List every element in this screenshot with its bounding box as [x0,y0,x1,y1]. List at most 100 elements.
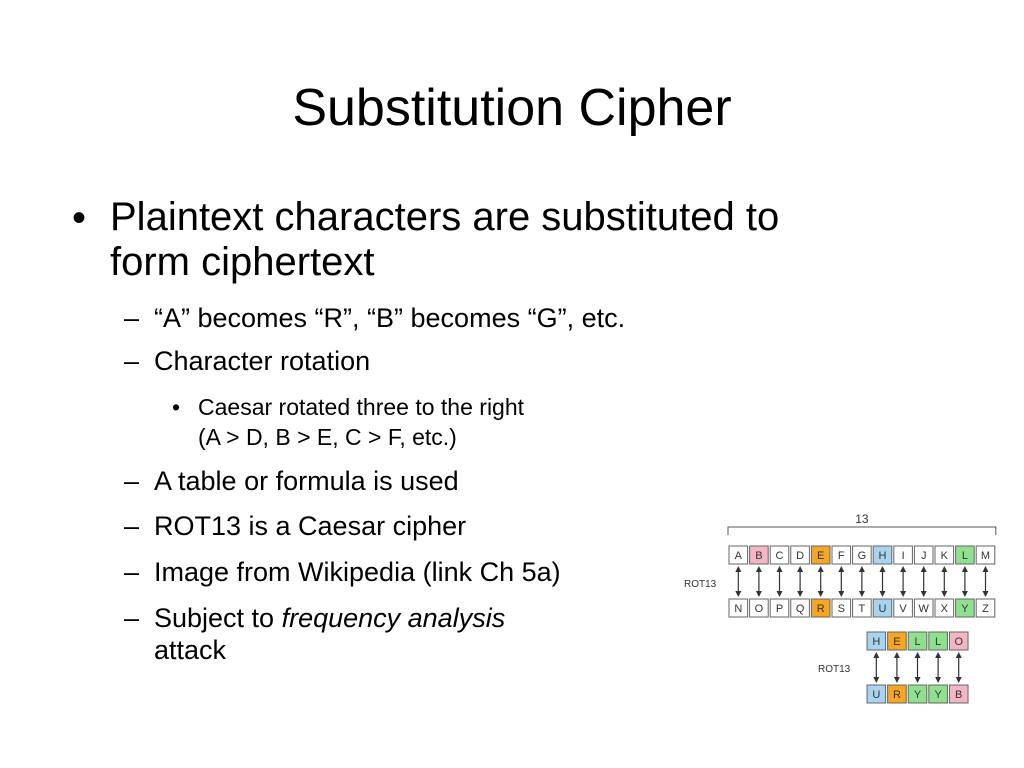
word-cipher-letter: R [893,689,901,701]
alphabet-bottom-letter: U [879,603,887,615]
rot-arrow-head [879,591,886,597]
alphabet-bottom-cell [810,598,831,618]
alphabet-bottom-cell [852,598,872,618]
word-plain-letter: H [872,636,880,648]
alphabet-top-letter: I [902,550,905,562]
alphabet-bottom-cell [769,598,790,618]
alphabet-top-letter: A [735,550,743,562]
rot-arrow-head [755,591,762,597]
alphabet-top-letter: G [858,550,867,562]
subitem-table: A table or formula is used [154,466,459,496]
subject-line2: attack [154,635,227,665]
alphabet-bottom-letter: O [755,603,764,615]
word-plain-cell [907,631,928,651]
dash: – [124,603,140,633]
alphabet-top-cell [790,545,810,565]
word-cipher-letter: U [872,689,880,701]
alphabet-top-letter: M [981,550,990,562]
rot-arrow-head [920,566,927,572]
rot-arrow-head [735,566,742,572]
rot-arrow-head [961,591,968,597]
alphabet-bottom-letter: W [919,603,930,615]
rot-arrow-head [776,591,783,597]
subject-emphasis: frequency analysis [281,603,506,633]
bullet-dot: • [72,196,87,240]
rot13-word-label: ROT13 [818,664,851,675]
rot-arrow-head [797,591,804,597]
rot-arrow-head [900,591,907,597]
word-plain-letter: O [954,636,963,648]
word-cipher-letter: B [955,689,962,701]
alphabet-bottom-letter: S [838,603,845,615]
rot-arrow-head [797,566,804,572]
rot-arrow-head [982,591,989,597]
subitem-caesar: Caesar rotated three to the right (A > D… [198,392,524,452]
rot-arrow-head [858,591,865,597]
bullet-main: Plaintext characters are substituted to … [110,195,890,285]
rot-arrow-head [735,591,742,597]
rot-arrow-head [961,566,968,572]
alphabet-bottom-letter: Y [961,603,969,615]
alphabet-bottom-letter: V [899,603,907,615]
subitem-rotation: Character rotation [154,346,371,376]
alphabet-top-cell [913,545,934,565]
word-plain-letter: L [935,636,941,648]
word-arrow-head [893,652,900,658]
alphabet-top-letter: B [755,550,762,562]
rot-arrow-head [941,591,948,597]
bullet-main-line1: Plaintext characters are substituted to [110,195,780,239]
rot-arrow-head [776,566,783,572]
alphabet-top-letter: C [776,550,784,562]
alphabet-top-letter: F [838,550,845,562]
word-plain-cell [948,631,969,651]
word-plain-letter: L [914,636,920,648]
alphabet-top-letter: J [921,550,927,562]
alphabet-bottom-letter: Z [982,603,989,615]
subject-prefix: Subject to [154,603,282,633]
alphabet-bottom-letter: Q [796,603,805,615]
rot-arrow-head [900,566,907,572]
word-arrow-head [893,677,900,683]
word-plain-cell [866,631,887,651]
word-cipher-letter: Y [934,689,942,701]
dash: – [124,557,140,587]
rot-arrow-head [920,591,927,597]
rot13-label: ROT13 [684,579,717,590]
word-cipher-cell [866,684,887,704]
word-arrow-head [914,652,921,658]
word-arrow-head [873,677,880,683]
page-title: Substitution Cipher [292,79,732,137]
caesar-line1: Caesar rotated three to the right [198,394,525,420]
alphabet-bottom-cell [872,598,893,618]
rot-arrow-head [755,566,762,572]
alphabet-bottom-cell [975,598,996,618]
dash: – [124,346,140,376]
alphabet-bottom-cell [955,598,975,618]
word-cipher-cell [948,684,969,704]
alphabet-top-letter: L [962,550,968,562]
alphabet-top-cell [769,545,790,565]
word-arrow-head [955,677,962,683]
bullet-main-line2: form ciphertext [110,240,375,284]
shift-bracket [727,526,997,535]
alphabet-bottom-letter: X [941,603,949,615]
alphabet-top-letter: H [879,550,887,562]
rot-arrow-head [838,591,845,597]
rot-arrow-head [838,566,845,572]
shift-label: 13 [855,512,869,526]
alphabet-bottom-cell [728,598,749,618]
subitem-example: “A” becomes “R”, “B” becomes “G”, etc. [154,303,626,333]
rot-arrow-head [817,566,824,572]
dash: – [124,511,140,541]
alphabet-top-letter: E [817,550,824,562]
alphabet-bottom-cell [934,598,955,618]
sub-bullet-dot: • [172,394,181,420]
alphabet-bottom-cell [790,598,810,618]
alphabet-top-cell [831,545,852,565]
alphabet-top-cell [975,545,996,565]
alphabet-top-cell [749,545,769,565]
word-cipher-letter: Y [914,689,922,701]
rot-arrow-head [817,591,824,597]
